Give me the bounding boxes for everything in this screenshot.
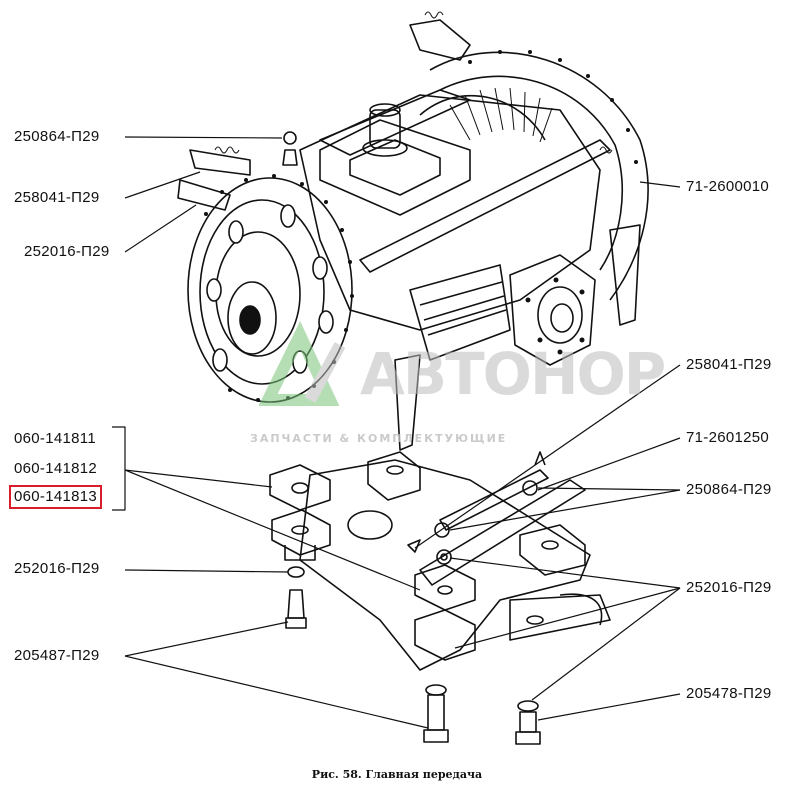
left-flange [227,281,277,355]
mounting-plate [299,459,591,671]
label-252016-top: 252016-П29 [24,243,110,260]
washer-mid [436,549,452,565]
castle-nut-left [434,522,450,538]
mounting-plate-assembly [269,451,611,745]
leader-lines [112,136,681,729]
top-linkage [409,19,471,61]
left-support-arm [394,354,421,451]
watermark-brand: АВТОНОР [360,340,666,408]
washer-bottom-mid [425,684,447,696]
bolt-left [287,589,305,619]
left-linkage [189,149,251,176]
castle-nut-right [522,480,538,496]
top-block [367,451,421,501]
label-71-2600010: 71-2600010 [686,178,770,195]
bolt-bottom-mid [427,694,445,731]
cotter-pin [534,451,546,466]
label-205478: 205478-П29 [686,685,772,702]
right-slot-plate [519,524,586,576]
label-060-141811: 060-141811 [14,430,96,447]
gearbox-assembly [177,11,649,451]
washer-bottom-right [517,700,539,712]
rubber-pad-mid [414,564,476,611]
label-258041-top: 258041-П29 [14,189,100,206]
lock-plate [439,469,549,531]
watermark-logo-x [304,342,346,403]
rubber-pad-left [269,464,331,511]
watermark-tagline: ЗАПЧАСТИ & КОМПЛЕКТУЮЩИЕ [250,432,508,445]
label-252016-left: 252016-П29 [14,560,100,577]
top-cover [319,119,471,216]
washer-left [287,566,305,578]
label-060-141812: 060-141812 [14,460,98,477]
label-71-2601250: 71-2601250 [686,429,770,446]
label-250864-right: 250864-П29 [686,481,772,498]
cross-beam [359,139,611,273]
right-brake-drum [429,51,649,301]
long-strap [419,479,586,586]
watermark [258,321,346,406]
label-205487: 205487-П29 [14,647,100,664]
label-252016-right: 252016-П29 [686,579,772,596]
watermark-logo-a [258,321,340,406]
lower-pad-left [271,509,331,556]
figure-caption: Рис. 58. Главная передача [311,768,483,781]
label-250864-top: 250864-П29 [14,128,100,145]
label-258041-right: 258041-П29 [686,356,772,373]
housing-body [299,94,601,331]
label-060-141813-highlighted[interactable]: 060-141813 [8,485,103,509]
bolt-bottom-right [519,711,537,733]
output-flange [509,254,596,366]
castle-nut-top [283,131,297,145]
right-support-arm [609,224,641,326]
